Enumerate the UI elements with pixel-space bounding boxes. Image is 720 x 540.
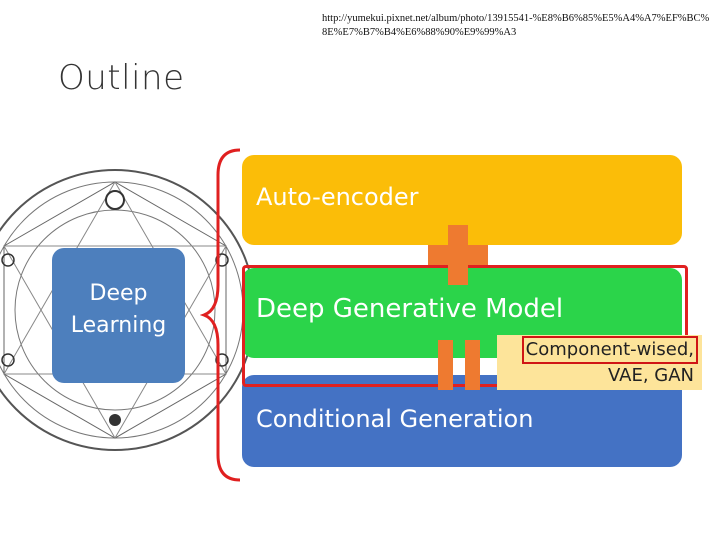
deep-learning-line2: Learning [70,313,167,338]
deep-learning-line1: Deep [89,281,148,306]
red-brace [200,148,241,482]
deep-learning-box: Deep Learning [52,248,185,383]
slide-title: Outline [58,58,185,98]
source-url: http://yumekui.pixnet.net/album/photo/13… [322,13,710,38]
conditional-generation-bar: Conditional Generation [242,375,682,467]
component-note: Component-wised, VAE, GAN [497,335,702,390]
note-line1: Component-wised, [521,336,698,364]
parallel-bars-icon [438,340,480,390]
note-line2: VAE, GAN [607,365,694,386]
plus-icon [428,225,488,285]
